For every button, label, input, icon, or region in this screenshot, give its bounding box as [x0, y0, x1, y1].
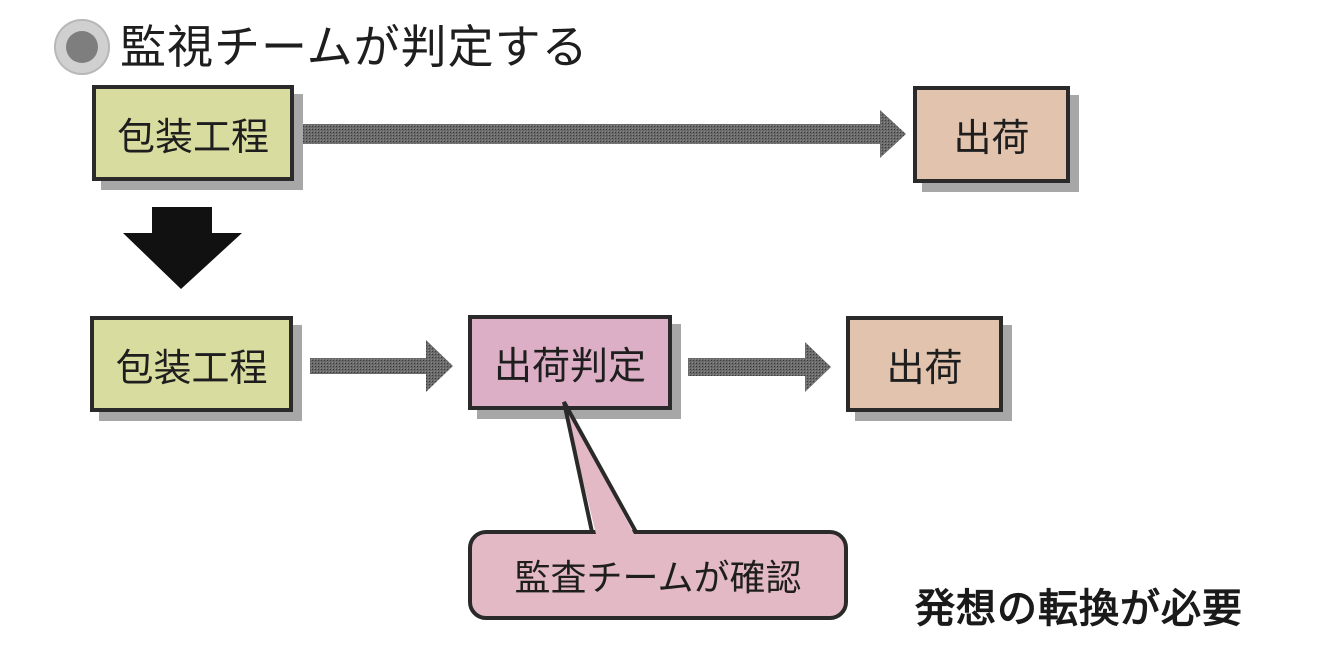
title: 監視チームが判定する	[54, 12, 589, 82]
step-packaging-before: 包装工程	[92, 85, 294, 181]
title-text: 監視チームが判定する	[120, 20, 589, 74]
audit-team-callout: 監査チームが確認	[468, 530, 848, 620]
step-label: 出荷	[953, 116, 1030, 160]
callout-text: 監査チームが確認	[514, 558, 802, 599]
step-label: 包装工程	[115, 345, 268, 390]
callout-pointer-outline	[562, 401, 638, 533]
double-circle-bullet-icon	[54, 19, 110, 75]
arrow-judge-to-ship	[688, 342, 831, 392]
down-arrow-icon	[123, 207, 242, 289]
step-shipping-before: 出荷	[913, 86, 1070, 183]
arrow-pack-to-judge	[310, 340, 453, 392]
step-shipping-after: 出荷	[846, 316, 1003, 412]
arrow-pack-to-ship-before	[303, 110, 906, 158]
callout-pointer	[564, 402, 634, 534]
step-shipping-judgment: 出荷判定	[468, 315, 672, 410]
step-label: 出荷	[886, 345, 963, 390]
step-packaging-after: 包装工程	[90, 316, 293, 412]
conclusion-note: 発想の転換が必要	[915, 586, 1243, 632]
step-label: 出荷判定	[493, 344, 646, 388]
step-label: 包装工程	[116, 114, 269, 159]
